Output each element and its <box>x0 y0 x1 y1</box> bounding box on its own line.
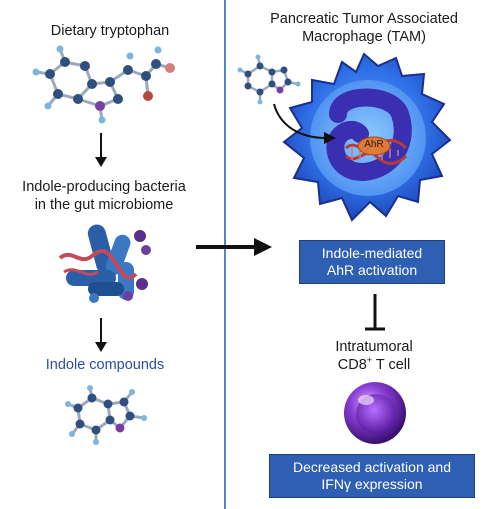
macrophage-icon <box>282 52 452 222</box>
panel-divider <box>224 0 226 509</box>
indole-mediated-box: Indole-mediated AhR activation <box>299 240 445 284</box>
indole-compounds-label: Indole compounds <box>45 357 165 373</box>
decreased-activation-box: Decreased activation and IFNγ expression <box>269 454 475 498</box>
cd8-line2-post: T cell <box>372 357 411 373</box>
tryptophan-molecule-icon <box>32 45 175 124</box>
right-arrow-icon <box>196 238 272 256</box>
bacteria-label-line2: in the gut microbiome <box>34 197 174 213</box>
tam-title: Pancreatic Tumor Associated Macrophage (… <box>254 10 474 46</box>
cd8-label: Intratumoral CD8+ T cell <box>294 338 454 374</box>
down-arrow-icon <box>95 318 107 352</box>
indole-mediated-line1: Indole-mediated <box>321 245 423 261</box>
tam-title-line2: Macrophage (TAM) <box>302 29 426 45</box>
indole-molecule-small-icon <box>237 54 301 105</box>
bacteria-label-line1: Indole-producing bacteria <box>22 179 186 195</box>
decreased-line2: IFNγ expression <box>321 476 423 492</box>
curved-arrow-icon <box>273 103 336 144</box>
t-cell-icon <box>344 382 406 444</box>
bacteria-label: Indole-producing bacteria in the gut mic… <box>4 178 204 214</box>
tam-title-line1: Pancreatic Tumor Associated <box>270 11 458 27</box>
ahr-label: AhR <box>364 139 384 150</box>
indole-mediated-line2: AhR activation <box>326 262 418 278</box>
dietary-tryptophan-label: Dietary tryptophan <box>50 23 170 39</box>
gut-bacteria-icon <box>58 224 151 303</box>
indole-molecule-icon <box>65 385 147 445</box>
decreased-line1: Decreased activation and <box>293 459 451 475</box>
cd8-line1: Intratumoral <box>335 339 413 355</box>
cd8-sup: + <box>366 355 373 366</box>
cd8-line2-pre: CD8 <box>337 357 367 373</box>
inhibition-icon <box>365 294 385 331</box>
down-arrow-icon <box>95 133 107 167</box>
